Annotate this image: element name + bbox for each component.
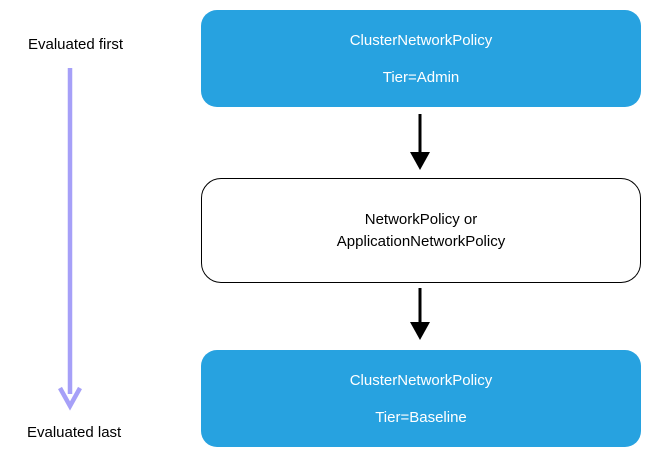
box-clusternetworkpolicy-admin: ClusterNetworkPolicy Tier=Admin xyxy=(201,10,641,107)
box-title: NetworkPolicy or xyxy=(364,211,478,228)
box-title: ClusterNetworkPolicy xyxy=(349,31,493,49)
down-arrow-icon xyxy=(410,114,430,170)
evaluation-order-arrow-icon xyxy=(58,68,82,411)
evaluated-last-label: Evaluated last xyxy=(27,424,122,441)
box-networkpolicy-or-applicationnetworkpolicy: NetworkPolicy or ApplicationNetworkPolic… xyxy=(201,178,641,283)
down-arrow-icon xyxy=(410,288,430,340)
evaluated-first-label: Evaluated first xyxy=(28,36,124,53)
box-subtitle: Tier=Admin xyxy=(382,68,460,86)
box-subtitle: Tier=Baseline xyxy=(375,408,467,426)
box-title: ClusterNetworkPolicy xyxy=(349,371,493,389)
box-clusternetworkpolicy-baseline: ClusterNetworkPolicy Tier=Baseline xyxy=(201,350,641,447)
box-subtitle: ApplicationNetworkPolicy xyxy=(336,233,506,250)
